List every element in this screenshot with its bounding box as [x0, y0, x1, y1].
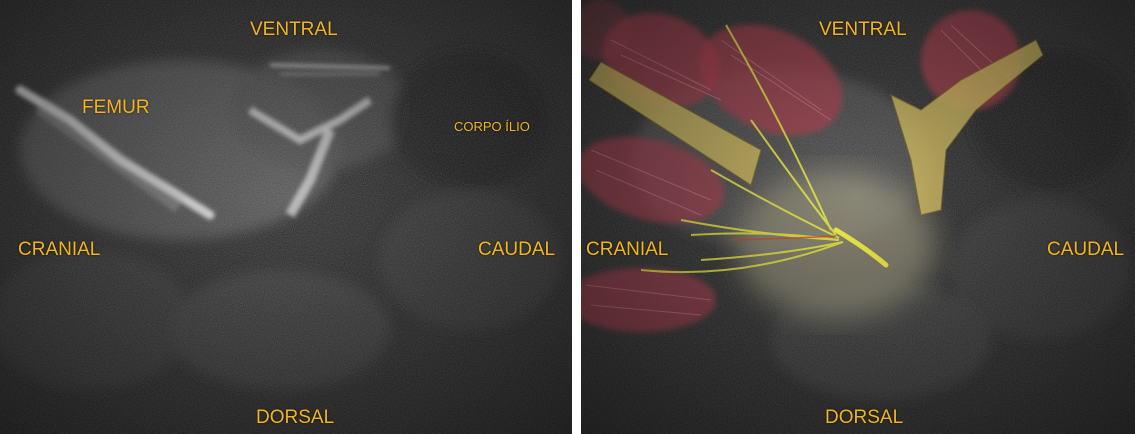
ultrasound-panel-annotated: VENTRAL CRANIAL CAUDAL DORSAL: [581, 0, 1135, 434]
panel-divider: [572, 0, 581, 434]
label-dorsal: DORSAL: [825, 408, 903, 427]
label-cranial: CRANIAL: [586, 240, 668, 259]
label-dorsal: DORSAL: [256, 408, 334, 427]
label-caudal: CAUDAL: [1047, 240, 1124, 259]
label-corpo-ilio: CORPO ÍLIO: [454, 120, 530, 133]
ultrasound-image-plain: [0, 0, 572, 434]
label-cranial: CRANIAL: [18, 240, 100, 259]
label-caudal: CAUDAL: [478, 240, 555, 259]
ultrasound-image-annotated: [581, 0, 1135, 434]
label-femur: FEMUR: [82, 98, 150, 117]
label-ventral: VENTRAL: [250, 20, 338, 39]
ultrasound-panel-plain: VENTRAL FEMUR CORPO ÍLIO CRANIAL CAUDAL …: [0, 0, 572, 434]
label-ventral: VENTRAL: [819, 20, 907, 39]
